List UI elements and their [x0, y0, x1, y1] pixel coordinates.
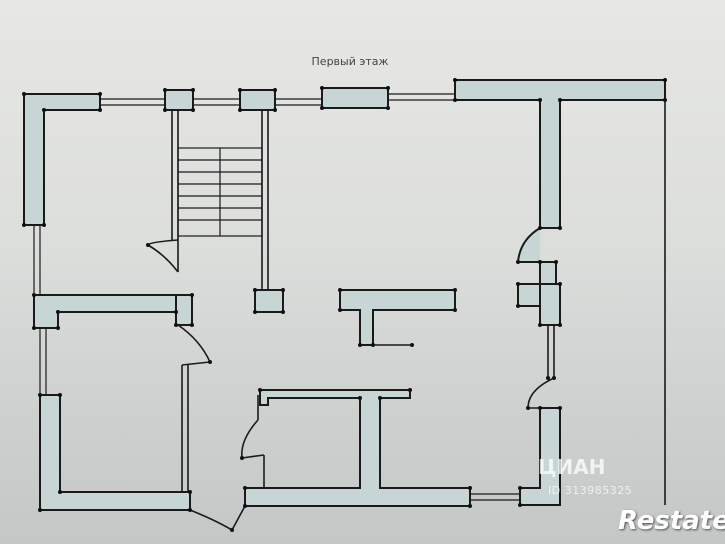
pillar-top-2: [239, 89, 276, 111]
stair-partition-right: [261, 110, 269, 290]
cian-watermark: ЦИАН: [538, 455, 606, 479]
wall-center-peninsula: [339, 289, 456, 346]
pillar-top-3: [321, 87, 389, 109]
window-top-3: [275, 98, 322, 106]
wall-top-right-t: [454, 79, 666, 229]
door-bottom-left: [189, 505, 246, 532]
door-right-upper: [516, 227, 541, 263]
pillar-center-left: [254, 289, 284, 313]
wall-top-left-corner: [23, 93, 101, 226]
cian-watermark-id: ID 313985325: [548, 484, 633, 497]
door-mid-left: [177, 324, 212, 366]
floor-plan-title: Первый этаж: [311, 55, 389, 68]
wall-bottom-center: [244, 389, 471, 507]
window-top-2: [193, 98, 240, 106]
restate-logo: Restate: [618, 506, 725, 536]
wall-mid-left-stub: [175, 294, 193, 326]
partition-bottom-center: [257, 395, 265, 488]
window-top-4: [388, 93, 455, 101]
staircase: [177, 147, 263, 237]
pillar-right-1: [539, 261, 557, 285]
pillar-top-1: [164, 89, 194, 111]
partition-left-room: [181, 365, 189, 492]
partition-right: [547, 325, 555, 378]
stair-partition-left: [171, 110, 179, 240]
door-bottom-center: [241, 419, 265, 459]
window-bottom: [470, 493, 520, 501]
window-top-1: [100, 98, 165, 106]
window-left-1: [33, 225, 41, 295]
wall-bottom-left-corner: [39, 394, 191, 511]
corner-markers: [22, 78, 667, 532]
door-stair-room: [146, 239, 179, 273]
wall-right-mid: [539, 283, 561, 326]
door-right-lower: [527, 377, 555, 409]
pillar-right-2: [517, 283, 541, 307]
window-left-2: [39, 328, 47, 395]
